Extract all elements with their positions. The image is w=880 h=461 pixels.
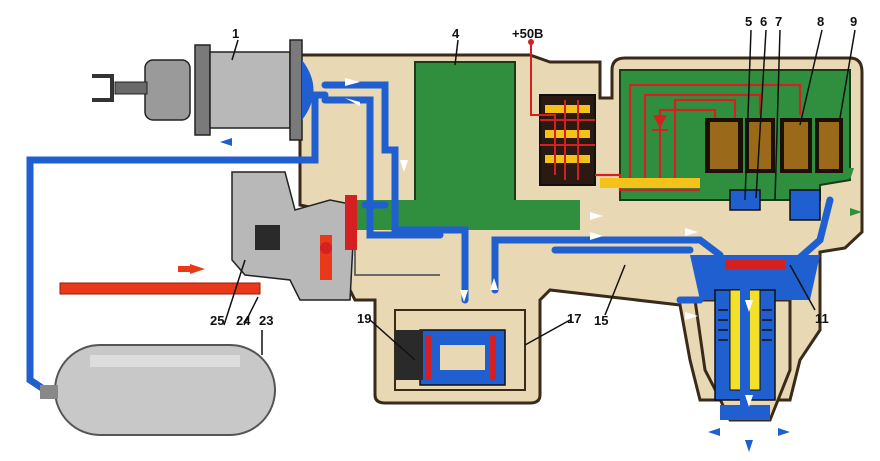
label-17: 17: [567, 311, 581, 326]
control-channel: [355, 200, 580, 230]
label-23: 23: [259, 313, 273, 328]
flow-arrow-green: [846, 168, 862, 216]
flow-arrow-red: [190, 264, 205, 274]
leader-lines: [223, 29, 856, 361]
air-reservoir: [40, 344, 276, 436]
solenoid-coil-icon: [705, 118, 743, 173]
relay-wiring: [530, 40, 595, 180]
label-24: 24: [236, 313, 251, 328]
terminal-strip: [600, 178, 700, 188]
air-lines: [26, 81, 834, 394]
diode-icon: [652, 115, 668, 131]
pressure-valve: [231, 171, 357, 301]
actuator-cylinder: [92, 39, 314, 141]
flow-arrow-white: [345, 78, 753, 407]
supply-line: [59, 282, 261, 295]
label-1: 1: [232, 26, 239, 41]
solenoid-coil-icon: [780, 118, 812, 173]
valve-seat: [789, 189, 821, 221]
label-4: 4: [452, 26, 460, 41]
flow-arrow-red: [178, 266, 192, 272]
label-11: 11: [815, 311, 829, 326]
flow-arrow-blue: [220, 138, 790, 452]
label-9: 9: [850, 14, 857, 29]
label-25: 25: [210, 313, 224, 328]
label-15: 15: [594, 313, 608, 328]
lower-piston-chamber: [394, 309, 526, 391]
label-8: 8: [817, 14, 824, 29]
voltage-terminal: [528, 39, 534, 45]
voltage-label: +50В: [512, 26, 543, 41]
air-line-outline: [354, 245, 440, 276]
label-7: 7: [775, 14, 782, 29]
label-6: 6: [760, 14, 767, 29]
relay-contacts: [545, 105, 590, 163]
solenoid-coil-icon: [745, 118, 775, 173]
solenoid-coil-icon: [815, 118, 843, 173]
label-19: 19: [357, 311, 371, 326]
control-chamber: [414, 61, 516, 228]
outlet-valve: [690, 255, 820, 420]
label-5: 5: [745, 14, 752, 29]
